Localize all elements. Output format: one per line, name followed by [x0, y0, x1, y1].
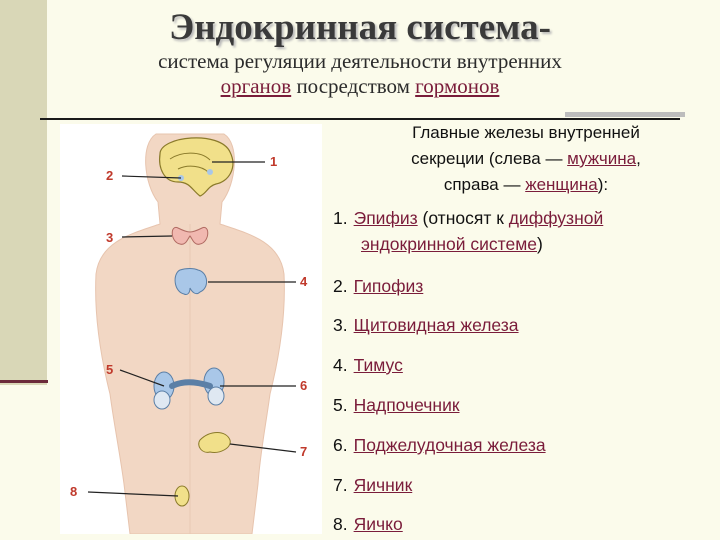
figure-label-7: 7: [300, 444, 307, 459]
heading-text: ,: [636, 149, 641, 168]
diffuse-link[interactable]: диффузной: [508, 208, 604, 228]
figure-label-3: 3: [106, 230, 113, 245]
list-item-thymus: 4.Тимус: [333, 355, 403, 376]
male-link[interactable]: мужчина: [567, 149, 637, 168]
epiphysis-link[interactable]: Эпифиз: [353, 208, 418, 228]
list-number: 1.: [333, 208, 348, 228]
pancreas-link[interactable]: Поджелудочная железа: [353, 435, 546, 455]
list-item-adrenal: 5.Надпочечник: [333, 395, 460, 416]
list-item-pancreas: 6.Поджелудочная железа: [333, 435, 546, 456]
list-number: 5.: [333, 395, 348, 415]
pituitary-link[interactable]: Гипофиз: [353, 276, 424, 296]
heading-text: секреции (слева —: [411, 149, 568, 168]
kidney-right: [207, 386, 225, 406]
left-accent-rule: [0, 380, 48, 383]
list-item-epiphysis-cont: эндокринной системе): [361, 234, 543, 255]
testis-link[interactable]: Яичко: [353, 514, 403, 534]
thyroid-gland: [171, 226, 209, 245]
glands-heading: Главные железы внутренней секреции (слев…: [336, 120, 716, 198]
pineal-gland: [207, 169, 213, 175]
subtitle-text: посредством: [291, 74, 416, 98]
heading-text: справа —: [443, 175, 526, 194]
figure-label-2: 2: [106, 168, 113, 183]
figure-label-5: 5: [106, 362, 113, 377]
thyroid-link[interactable]: Щитовидная железа: [353, 315, 519, 335]
list-item-pituitary: 2.Гипофиз: [333, 276, 423, 297]
list-number: 3.: [333, 315, 348, 335]
heading-line1: Главные железы внутренней: [412, 123, 640, 142]
list-item-epiphysis: 1.Эпифиз (относят к диффузной: [333, 208, 603, 229]
figure-label-8: 8: [70, 484, 77, 499]
hormones-link[interactable]: гормонов: [415, 74, 500, 98]
adrenal-link[interactable]: Надпочечник: [353, 395, 460, 415]
thymus-link[interactable]: Тимус: [353, 355, 403, 375]
list-text: ): [537, 234, 543, 254]
title-divider: [40, 118, 680, 120]
figure-label-6: 6: [300, 378, 307, 393]
subtitle-line1: система регуляции деятельности внутренни…: [158, 49, 562, 73]
thymus-gland: [174, 268, 207, 295]
list-number: 8.: [333, 514, 348, 534]
figure-label-4: 4: [300, 274, 308, 289]
title-divider-gray: [565, 112, 685, 117]
list-item-testis: 8.Яичко: [333, 514, 403, 535]
female-link[interactable]: женщина: [525, 175, 598, 194]
diffuse-endocrine-link[interactable]: эндокринной системе: [361, 234, 537, 254]
list-text: (относят к: [417, 208, 509, 228]
kidney-left: [153, 390, 171, 410]
ovary-link[interactable]: Яичник: [353, 475, 413, 495]
heading-line2: секреции (слева — мужчина,: [336, 146, 716, 172]
list-item-thyroid: 3.Щитовидная железа: [333, 315, 519, 336]
heading-text: ):: [597, 175, 609, 194]
ovary: [198, 432, 231, 453]
list-number: 2.: [333, 276, 348, 296]
list-number: 6.: [333, 435, 348, 455]
left-decor-bar: [0, 0, 47, 385]
slide-title: Эндокринная система-: [169, 7, 551, 48]
subtitle-line2: органов посредством гормонов: [0, 74, 720, 99]
organs-link[interactable]: органов: [220, 74, 292, 98]
list-item-ovary: 7.Яичник: [333, 475, 412, 496]
list-number: 4.: [333, 355, 348, 375]
figure-label-1: 1: [270, 154, 277, 169]
list-number: 7.: [333, 475, 348, 495]
heading-line3: справа — женщина):: [336, 172, 716, 198]
endocrine-figure: 1 2 3 4 5 6 7 8: [60, 124, 322, 534]
pancreas: [169, 379, 213, 389]
